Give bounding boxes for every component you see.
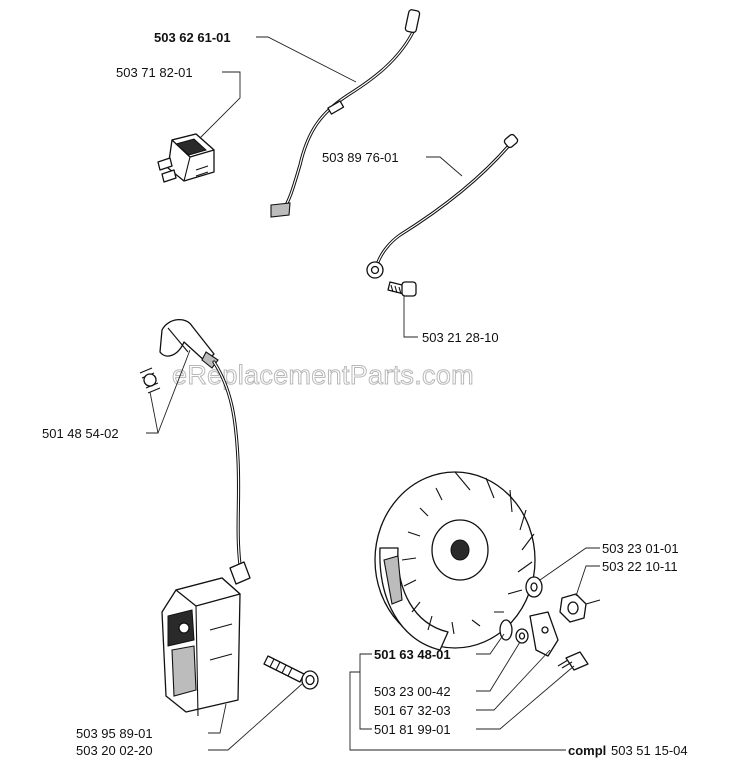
cable-screw-part[interactable] — [387, 281, 417, 297]
label-flywheel-nut: 503 22 10-11 — [602, 559, 678, 574]
washer-part[interactable] — [525, 576, 543, 598]
pawl-screw-part[interactable] — [557, 651, 589, 671]
label-spark-plug-spring: 501 48 54-02 — [42, 426, 119, 441]
ignition-lead-part[interactable] — [270, 9, 421, 218]
label-key: 501 63 48-01 — [374, 647, 451, 662]
spark-plug-cap-part[interactable] — [159, 319, 242, 567]
label-coil: 503 95 89-01 — [76, 726, 153, 741]
watermark-text: eReplacementParts.com — [172, 360, 474, 390]
pawl-part[interactable] — [529, 611, 559, 657]
flywheel-part[interactable] — [374, 471, 536, 651]
label-flywheel-compl: 503 51 15-04 — [611, 743, 688, 758]
label-pawl: 501 67 32-03 — [374, 703, 451, 718]
label-stop-switch: 503 71 82-01 — [116, 65, 193, 80]
label-short-circuit-cable: 503 89 76-01 — [322, 150, 399, 165]
short-circuit-cable-part[interactable] — [366, 133, 519, 279]
label-washer: 503 23 01-01 — [602, 541, 679, 556]
label-coil-screw: 503 20 02-20 — [76, 743, 153, 758]
ignition-coil-part[interactable] — [161, 561, 251, 717]
leader-lines — [146, 36, 600, 751]
label-pawl-screw: 501 81 99-01 — [374, 722, 451, 737]
label-small-washer: 503 23 00-42 — [374, 684, 451, 699]
label-ignition-lead: 503 62 61-01 — [154, 30, 231, 45]
coil-screw-part[interactable] — [263, 655, 319, 690]
label-cable-screw: 503 21 28-10 — [422, 330, 499, 345]
small-washer-part[interactable] — [515, 628, 529, 644]
spring-part[interactable] — [139, 367, 161, 394]
stop-switch-part[interactable] — [157, 133, 215, 183]
label-compl-prefix: compl — [568, 743, 606, 758]
flywheel-nut-part[interactable] — [559, 593, 601, 623]
